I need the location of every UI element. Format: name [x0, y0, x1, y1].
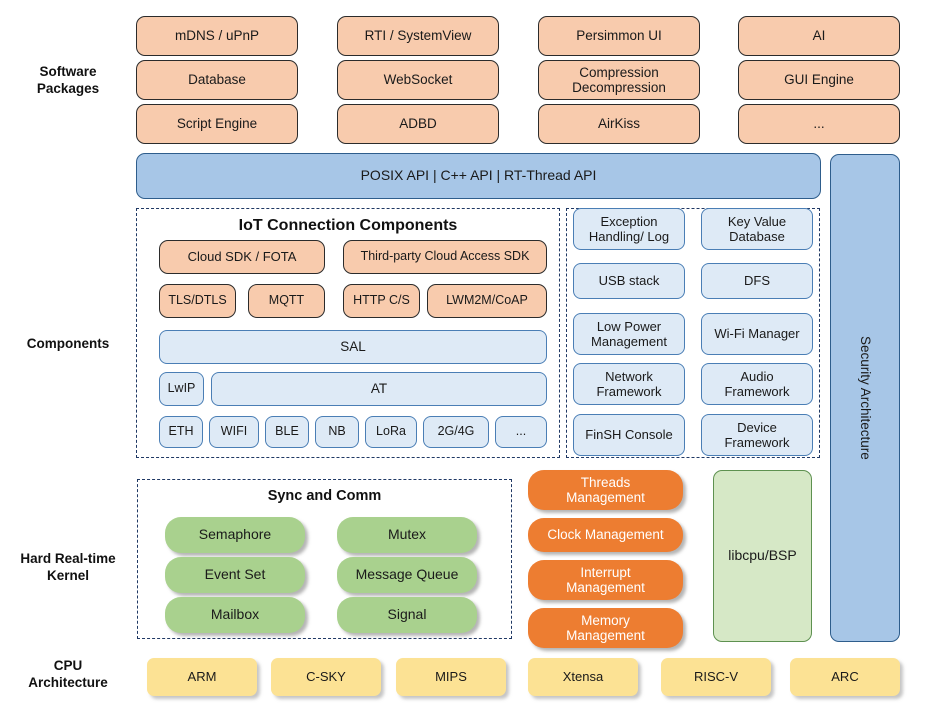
package-box[interactable]: RTI / SystemView — [337, 16, 499, 56]
iot-protocol-box[interactable]: TLS/DTLS — [159, 284, 236, 318]
kernel-sync-box[interactable]: Mailbox — [165, 597, 305, 633]
component-box[interactable]: Wi-Fi Manager — [701, 313, 813, 355]
iot-title: IoT Connection Components — [238, 217, 458, 234]
package-box[interactable]: GUI Engine — [738, 60, 900, 100]
package-box[interactable]: WebSocket — [337, 60, 499, 100]
sync-and-comm-box: Sync and Comm — [137, 479, 512, 639]
kernel-sync-box[interactable]: Signal — [337, 597, 477, 633]
kernel-management-box[interactable]: Interrupt Management — [528, 560, 683, 600]
component-box[interactable]: Key Value Database — [701, 208, 813, 250]
component-box[interactable]: Device Framework — [701, 414, 813, 456]
row-label-kernel: Hard Real-time Kernel — [20, 551, 116, 583]
sync-and-comm-title: Sync and Comm — [267, 488, 382, 504]
cpu-arch-box[interactable]: RISC-V — [661, 658, 771, 696]
iot-protocol-box[interactable]: HTTP C/S — [343, 284, 420, 318]
package-box[interactable]: ADBD — [337, 104, 499, 144]
package-box[interactable]: Database — [136, 60, 298, 100]
kernel-management-box[interactable]: Memory Management — [528, 608, 683, 648]
iot-protocol-box[interactable]: MQTT — [248, 284, 325, 318]
package-box[interactable]: mDNS / uPnP — [136, 16, 298, 56]
kernel-sync-box[interactable]: Event Set — [165, 557, 305, 593]
kernel-management-box[interactable]: Threads Management — [528, 470, 683, 510]
package-box[interactable]: Script Engine — [136, 104, 298, 144]
security-architecture-column[interactable]: Security Architecture — [830, 154, 900, 642]
iot-link-box[interactable]: ... — [495, 416, 547, 448]
iot-connection-components-box: IoT Connection Components — [136, 208, 560, 458]
api-bar[interactable]: POSIX API | C++ API | RT-Thread API — [136, 153, 821, 199]
iot-sal-box[interactable]: SAL — [159, 330, 547, 364]
kernel-sync-box[interactable]: Mutex — [337, 517, 477, 553]
package-box[interactable]: Compression Decompression — [538, 60, 700, 100]
component-box[interactable]: USB stack — [573, 263, 685, 299]
component-box[interactable]: Network Framework — [573, 363, 685, 405]
kernel-sync-box[interactable]: Semaphore — [165, 517, 305, 553]
iot-link-box[interactable]: WIFI — [209, 416, 259, 448]
iot-protocol-box[interactable]: LWM2M/CoAP — [427, 284, 547, 318]
cpu-arch-box[interactable]: ARC — [790, 658, 900, 696]
cpu-arch-box[interactable]: ARM — [147, 658, 257, 696]
kernel-sync-box[interactable]: Message Queue — [337, 557, 477, 593]
component-box[interactable]: Audio Framework — [701, 363, 813, 405]
package-box[interactable]: Persimmon UI — [538, 16, 700, 56]
row-label-cpu: CPU Architecture — [28, 658, 108, 690]
component-box[interactable]: Low Power Management — [573, 313, 685, 355]
iot-link-box[interactable]: BLE — [265, 416, 309, 448]
package-box[interactable]: AI — [738, 16, 900, 56]
iot-cloud-box[interactable]: Third-party Cloud Access SDK — [343, 240, 547, 274]
iot-link-box[interactable]: NB — [315, 416, 359, 448]
iot-link-box[interactable]: 2G/4G — [423, 416, 489, 448]
iot-link-box[interactable]: ETH — [159, 416, 203, 448]
cpu-arch-box[interactable]: C-SKY — [271, 658, 381, 696]
libcpu-bsp-box[interactable]: libcpu/BSP — [713, 470, 812, 642]
iot-lwip-box[interactable]: LwIP — [159, 372, 204, 406]
iot-at-box[interactable]: AT — [211, 372, 547, 406]
row-label-components: Components — [26, 336, 110, 351]
component-box[interactable]: Exception Handling/ Log — [573, 208, 685, 250]
iot-cloud-box[interactable]: Cloud SDK / FOTA — [159, 240, 325, 274]
cpu-arch-box[interactable]: MIPS — [396, 658, 506, 696]
package-box[interactable]: ... — [738, 104, 900, 144]
component-box[interactable]: DFS — [701, 263, 813, 299]
components-right-box — [566, 208, 820, 458]
iot-link-box[interactable]: LoRa — [365, 416, 417, 448]
package-box[interactable]: AirKiss — [538, 104, 700, 144]
cpu-arch-box[interactable]: Xtensa — [528, 658, 638, 696]
kernel-management-box[interactable]: Clock Management — [528, 518, 683, 552]
component-box[interactable]: FinSH Console — [573, 414, 685, 456]
row-label-software-packages: Software Packages — [36, 64, 100, 96]
